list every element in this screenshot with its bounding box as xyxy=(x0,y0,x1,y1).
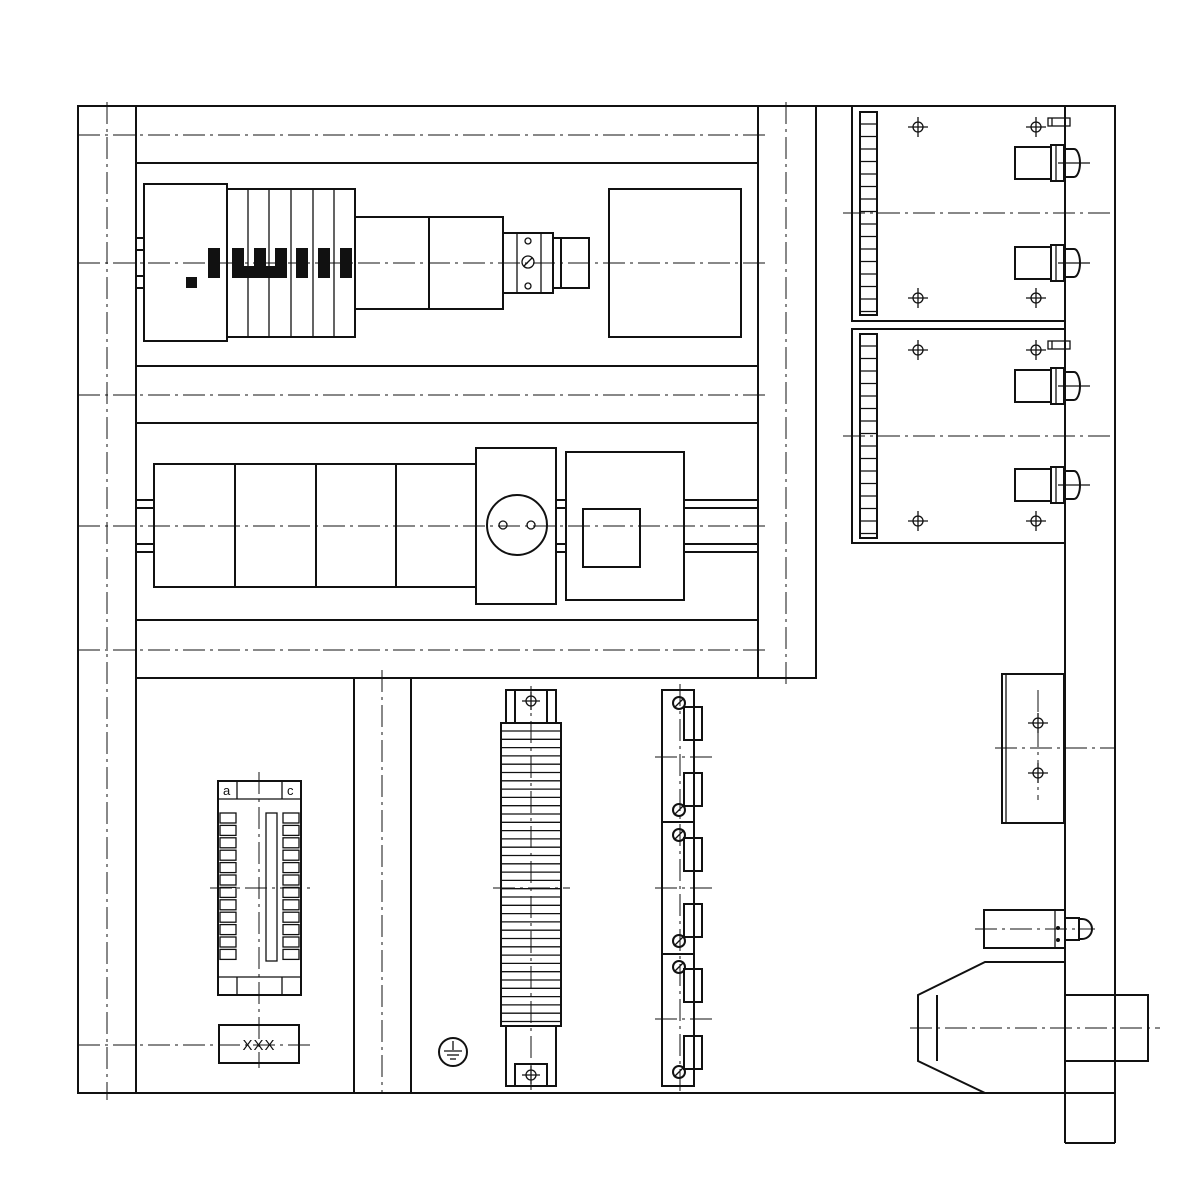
lower-channel xyxy=(353,678,412,1093)
mount-ribs-upper xyxy=(860,123,877,313)
connector-pin xyxy=(219,936,237,948)
screw-icon xyxy=(908,117,928,137)
mounting-screws xyxy=(908,117,1048,783)
screw-icon xyxy=(672,960,686,974)
connector-pin xyxy=(219,849,237,861)
busbar-tab xyxy=(683,903,703,938)
mount-ribs-lower xyxy=(860,345,877,535)
screw-icon xyxy=(1026,288,1046,308)
connector-pin xyxy=(219,911,237,923)
screw-icon xyxy=(672,803,686,817)
busbar-tab xyxy=(683,837,703,872)
center-lines xyxy=(78,102,1160,1100)
connector-pin xyxy=(219,874,237,886)
connector-pin xyxy=(282,948,300,961)
connector-pin xyxy=(219,948,237,961)
busbar-tabs xyxy=(672,696,703,1079)
screw-icon xyxy=(1026,340,1046,360)
connector-pin xyxy=(282,861,300,874)
connector-pin xyxy=(219,812,237,824)
screw-icon xyxy=(908,511,928,531)
screw-icon xyxy=(908,288,928,308)
hinge-latch xyxy=(1014,144,1090,182)
connector-pin xyxy=(282,886,300,899)
connector-pin xyxy=(219,923,237,936)
connector-pin xyxy=(219,886,237,899)
connector-pin xyxy=(219,861,237,874)
connector-pin xyxy=(219,824,237,837)
hinge-latch xyxy=(1014,466,1090,504)
connector-pin xyxy=(282,849,300,861)
connector-pin xyxy=(282,936,300,948)
screw-icon xyxy=(672,1065,686,1079)
connector-col-c-label: c xyxy=(287,783,294,798)
screw-icon xyxy=(672,934,686,948)
hinge-latch xyxy=(1014,367,1090,405)
connector-pins xyxy=(219,812,300,961)
upper-rail-frame xyxy=(135,105,817,679)
busbar-tab xyxy=(683,706,703,741)
indicator-dot xyxy=(186,277,197,288)
screw-icon xyxy=(1026,117,1046,137)
hinge-latch xyxy=(1014,244,1090,282)
screw-icon xyxy=(672,696,686,710)
door-latches xyxy=(1014,117,1090,504)
connector-pin xyxy=(282,899,300,911)
screw-icon xyxy=(1026,511,1046,531)
ground-symbol-icon xyxy=(438,1037,468,1067)
busbar-tab xyxy=(683,968,703,1003)
screw-icon xyxy=(672,828,686,842)
connector-pin xyxy=(282,874,300,886)
connector-pin xyxy=(282,812,300,824)
busbar-tab xyxy=(683,1035,703,1070)
circuit-breaker-block xyxy=(208,188,356,338)
connector-pin xyxy=(282,911,300,923)
busbar-tab xyxy=(683,772,703,807)
connector-pin xyxy=(219,899,237,911)
connector-col-a-label: a xyxy=(223,783,231,798)
connector-pin xyxy=(282,923,300,936)
connector-pin xyxy=(282,824,300,837)
connector-pin xyxy=(282,837,300,849)
connector-pin xyxy=(219,837,237,849)
screw-icon xyxy=(908,340,928,360)
